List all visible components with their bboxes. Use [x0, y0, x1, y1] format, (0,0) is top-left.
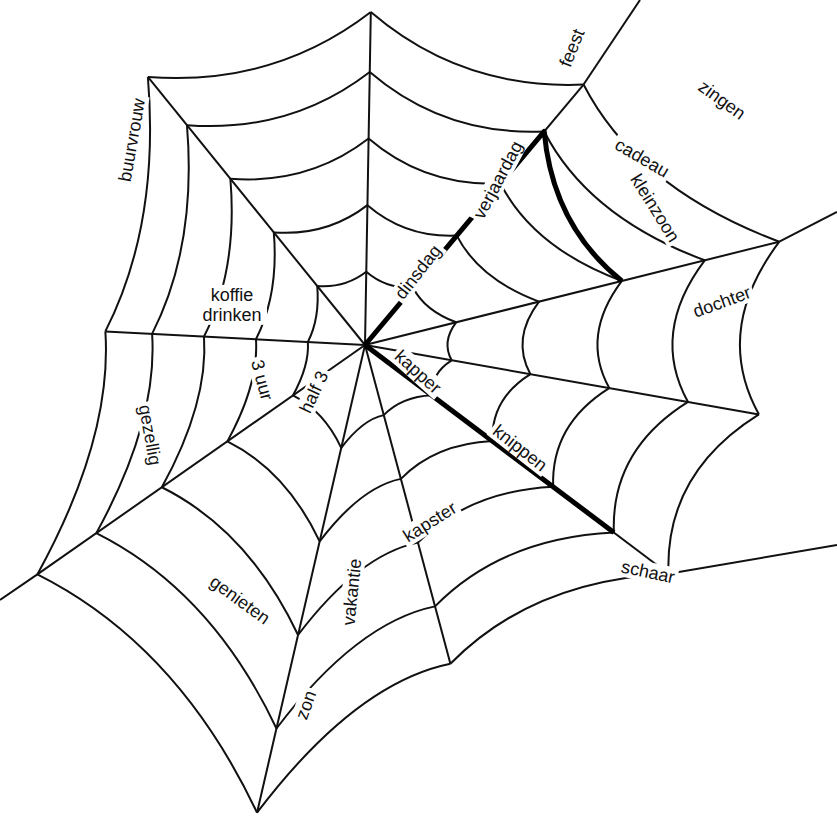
anchor-thread	[779, 212, 837, 242]
ring-thread	[230, 139, 368, 180]
radial-thread	[365, 345, 668, 574]
ring-thread	[740, 242, 779, 415]
radial-thread	[365, 345, 759, 414]
radial-thread	[257, 345, 365, 813]
ring-thread	[367, 205, 456, 236]
web-label: dochter	[688, 281, 757, 323]
anchor-thread	[668, 545, 837, 574]
ring-thread	[668, 414, 759, 573]
ring-thread	[187, 72, 370, 126]
bold-path	[365, 345, 614, 533]
web-label: gezellig	[134, 400, 165, 470]
web-label: feest	[554, 23, 590, 72]
ring-thread	[320, 479, 401, 542]
ring-thread	[435, 533, 614, 607]
ring-thread	[274, 205, 368, 233]
ring-thread	[148, 12, 371, 78]
ring-thread	[450, 574, 668, 664]
web-label: koffie drinken	[197, 285, 267, 325]
web-label: knippen	[487, 419, 554, 477]
ring-thread	[522, 302, 539, 375]
web-label: vakantie	[338, 555, 366, 630]
anchor-thread	[584, 0, 640, 85]
ring-thread	[371, 12, 584, 85]
web-label: half 3	[294, 365, 333, 419]
ring-thread	[298, 543, 418, 635]
web-label: zon	[291, 685, 322, 725]
ring-thread	[227, 339, 256, 441]
web-label: buurvrouw	[114, 94, 149, 186]
ring-thread	[308, 286, 318, 342]
ring-thread	[162, 487, 298, 635]
web-lines	[0, 0, 837, 813]
ring-thread	[672, 260, 704, 402]
ring-thread	[227, 441, 319, 541]
ring-thread	[447, 322, 456, 360]
ring-thread	[105, 77, 150, 332]
ring-thread	[37, 331, 106, 574]
anchor-thread	[0, 574, 37, 600]
ring-thread	[401, 441, 493, 479]
ring-thread	[369, 139, 501, 184]
ring-thread	[597, 281, 621, 388]
ring-thread	[457, 236, 539, 302]
ring-thread	[544, 131, 705, 260]
bold-path	[365, 131, 622, 345]
web-label: zingen	[692, 74, 752, 125]
web-label: 3 uur	[246, 355, 278, 406]
ring-thread	[413, 288, 456, 323]
ring-thread	[37, 574, 257, 812]
ring-thread	[341, 415, 384, 448]
radial-thread	[148, 77, 365, 345]
ring-thread	[384, 395, 432, 415]
radial-thread	[365, 12, 371, 345]
ring-thread	[317, 272, 366, 287]
ring-thread	[553, 388, 609, 487]
ring-thread	[152, 125, 189, 334]
radial-thread	[105, 331, 365, 345]
web-label: kleinzoon	[625, 168, 686, 248]
web-label: schaar	[617, 556, 680, 588]
ring-thread	[162, 337, 205, 488]
ring-thread	[257, 664, 450, 813]
